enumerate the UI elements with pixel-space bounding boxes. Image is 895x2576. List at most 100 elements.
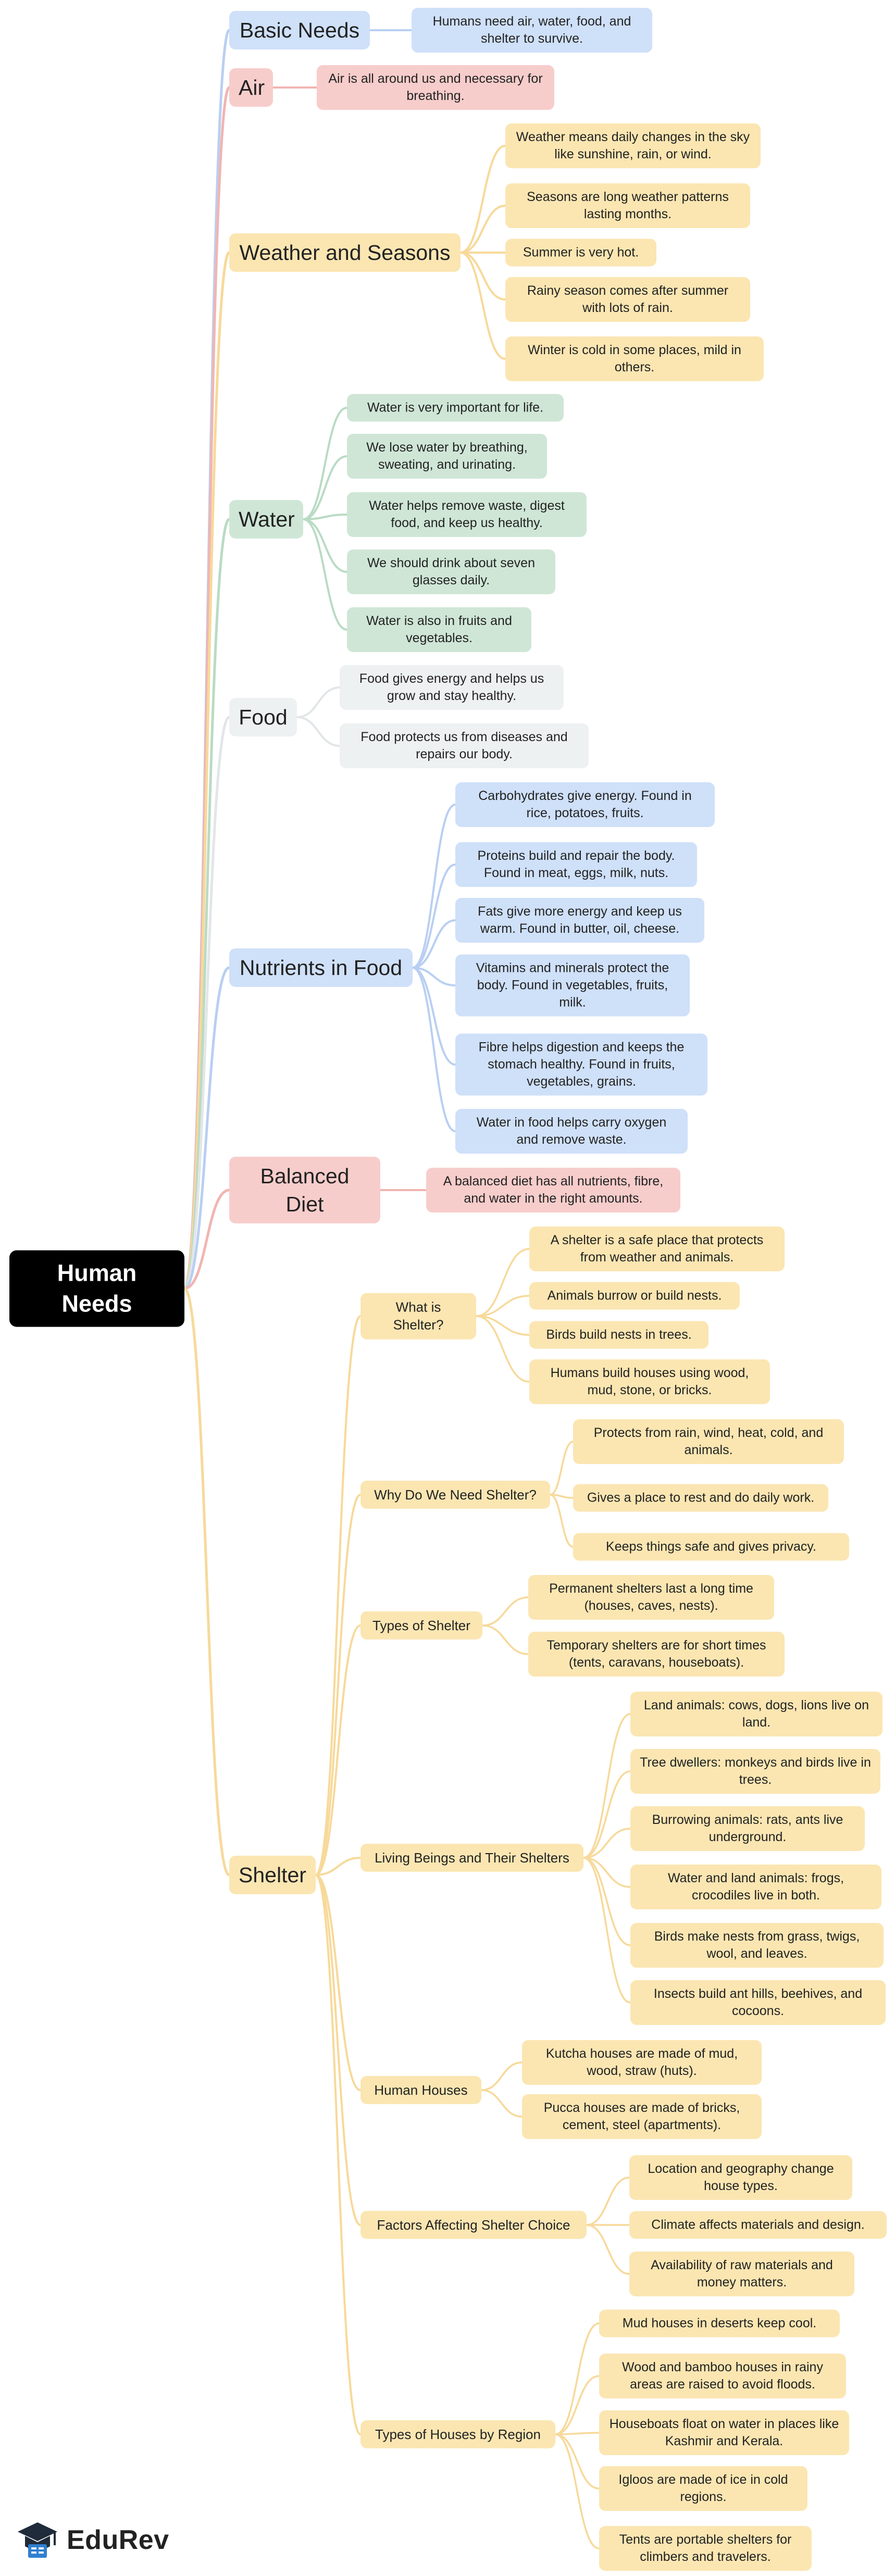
connector-line [480, 2089, 523, 2118]
branch-weather-and-seasons: Weather and Seasons [229, 233, 461, 272]
connector-line [183, 86, 231, 1290]
connector-line [302, 518, 348, 631]
fact-types-of-houses-by-region: Mud houses in deserts keep cool. [599, 2309, 840, 2337]
fact-water: Water is very important for life. [347, 394, 564, 422]
fact-what-is-shelter: A shelter is a safe place that protects … [529, 1227, 785, 1271]
fact-types-of-houses-by-region: Wood and bamboo houses in rainy areas ar… [599, 2354, 846, 2398]
fact-why-do-we-need-shelter: Protects from rain, wind, heat, cold, an… [573, 1419, 844, 1464]
connector-line [296, 716, 341, 747]
fact-what-is-shelter: Animals burrow or build nests. [529, 1282, 740, 1310]
branch-shelter: Shelter [229, 1855, 316, 1895]
branch-balanced-diet: Balanced Diet [229, 1156, 380, 1224]
subtopic-why-do-we-need-shelter: Why Do We Need Shelter? [361, 1480, 550, 1509]
connector-line [582, 1770, 631, 1859]
connector-line [183, 716, 231, 1290]
fact-nutrients-in-food: Carbohydrates give energy. Found in rice… [455, 782, 715, 827]
fact-living-beings-and-their-shelters: Burrowing animals: rats, ants live under… [630, 1806, 865, 1851]
connector-line [475, 1315, 530, 1336]
fact-factors-affecting-shelter-choice: Climate affects materials and design. [629, 2211, 887, 2239]
fact-living-beings-and-their-shelters: Land animals: cows, dogs, lions live on … [630, 1692, 882, 1736]
connector-line [549, 1441, 574, 1496]
fact-types-of-shelter: Permanent shelters last a long time (hou… [528, 1575, 774, 1620]
fact-human-houses: Pucca houses are made of bricks, cement,… [522, 2094, 762, 2139]
fact-factors-affecting-shelter-choice: Location and geography change house type… [629, 2155, 852, 2200]
fact-human-houses: Kutcha houses are made of mud, wood, str… [522, 2040, 762, 2085]
fact-living-beings-and-their-shelters: Insects build ant hills, beehives, and c… [630, 1980, 886, 2025]
connector-line [412, 864, 456, 969]
connector-line [412, 804, 456, 969]
connector-line [302, 407, 348, 520]
branch-food: Food [229, 697, 297, 737]
connector-line [315, 1624, 362, 1876]
edurev-logo: EduRev [16, 2517, 169, 2564]
connector-line [296, 686, 341, 718]
branch-nutrients-in-food: Nutrients in Food [229, 948, 413, 987]
subtopic-what-is-shelter: What is Shelter? [361, 1293, 476, 1340]
connector-line [302, 455, 348, 520]
fact-types-of-houses-by-region: Igloos are made of ice in cold regions. [599, 2466, 807, 2511]
fact-nutrients-in-food: Vitamins and minerals protect the body. … [455, 954, 690, 1017]
connector-line [459, 145, 506, 254]
connector-line [586, 2177, 630, 2226]
connector-line [183, 966, 231, 1290]
fact-types-of-houses-by-region: Tents are portable shelters for climbers… [599, 2526, 812, 2571]
fact-types-of-houses-by-region: Houseboats float on water in places like… [599, 2410, 849, 2455]
fact-what-is-shelter: Birds build nests in trees. [529, 1321, 708, 1349]
fact-food: Food gives energy and helps us grow and … [340, 665, 564, 710]
connector-line [412, 967, 456, 1066]
branch-water: Water [229, 499, 303, 539]
fact-nutrients-in-food: Fibre helps digestion and keeps the stom… [455, 1033, 707, 1096]
connector-line [586, 2224, 630, 2275]
fact-water: We lose water by breathing, sweating, an… [347, 434, 547, 479]
connector-line [459, 205, 506, 254]
connector-line [315, 1874, 362, 2091]
fact-weather-and-seasons: Winter is cold in some places, mild in o… [505, 336, 764, 381]
connector-line [459, 252, 506, 360]
connector-line [582, 1713, 631, 1859]
connector-line [315, 1494, 362, 1876]
fact-nutrients-in-food: Water in food helps carry oxygen and rem… [455, 1109, 688, 1154]
connector-line [582, 1857, 631, 1946]
connector-line [480, 2061, 523, 2091]
subtopic-factors-affecting-shelter-choice: Factors Affecting Shelter Choice [361, 2210, 587, 2240]
fact-living-beings-and-their-shelters: Birds make nests from grass, twigs, wool… [630, 1923, 884, 1968]
fact-factors-affecting-shelter-choice: Availability of raw materials and money … [629, 2252, 854, 2296]
logo-text: EduRev [67, 2525, 169, 2555]
fact-why-do-we-need-shelter: Gives a place to rest and do daily work. [573, 1484, 828, 1512]
connector-line [554, 2433, 600, 2549]
connector-line [554, 2322, 600, 2435]
connector-line [554, 2433, 600, 2490]
fact-nutrients-in-food: Proteins build and repair the body. Foun… [455, 842, 697, 887]
connector-line [459, 252, 506, 301]
branch-basic-needs: Basic Needs [229, 10, 370, 50]
connector-line [315, 1874, 362, 2435]
fact-balanced-diet: A balanced diet has all nutrients, fibre… [426, 1168, 680, 1212]
subtopic-living-beings-and-their-shelters: Living Beings and Their Shelters [361, 1843, 583, 1872]
fact-why-do-we-need-shelter: Keeps things safe and gives privacy. [573, 1533, 849, 1561]
subtopic-human-houses: Human Houses [361, 2075, 481, 2105]
subtopic-types-of-shelter: Types of Shelter [361, 1611, 482, 1640]
fact-living-beings-and-their-shelters: Water and land animals: frogs, crocodile… [630, 1865, 881, 1909]
connector-line [582, 1857, 631, 2004]
fact-types-of-shelter: Temporary shelters are for short times (… [528, 1632, 785, 1677]
fact-water: Water helps remove waste, digest food, a… [347, 492, 587, 537]
fact-basic-needs: Humans need air, water, food, and shelte… [412, 8, 652, 53]
connector-line [183, 1189, 231, 1290]
fact-water: We should drink about seven glasses dail… [347, 549, 555, 594]
graduation-cap-icon [18, 2522, 57, 2558]
fact-weather-and-seasons: Weather means daily changes in the sky l… [505, 123, 761, 168]
fact-weather-and-seasons: Summer is very hot. [505, 239, 656, 267]
connector-line [315, 1857, 362, 1876]
fact-what-is-shelter: Humans build houses using wood, mud, sto… [529, 1359, 770, 1404]
fact-living-beings-and-their-shelters: Tree dwellers: monkeys and birds live in… [630, 1749, 880, 1794]
connector-line [302, 514, 348, 520]
fact-food: Food protects us from diseases and repai… [340, 723, 589, 768]
branch-air: Air [229, 68, 273, 107]
connector-line [481, 1596, 529, 1627]
fact-weather-and-seasons: Rainy season comes after summer with lot… [505, 277, 750, 322]
connector-line [582, 1857, 631, 1888]
fact-air: Air is all around us and necessary for b… [317, 65, 554, 110]
connector-line [412, 919, 456, 969]
